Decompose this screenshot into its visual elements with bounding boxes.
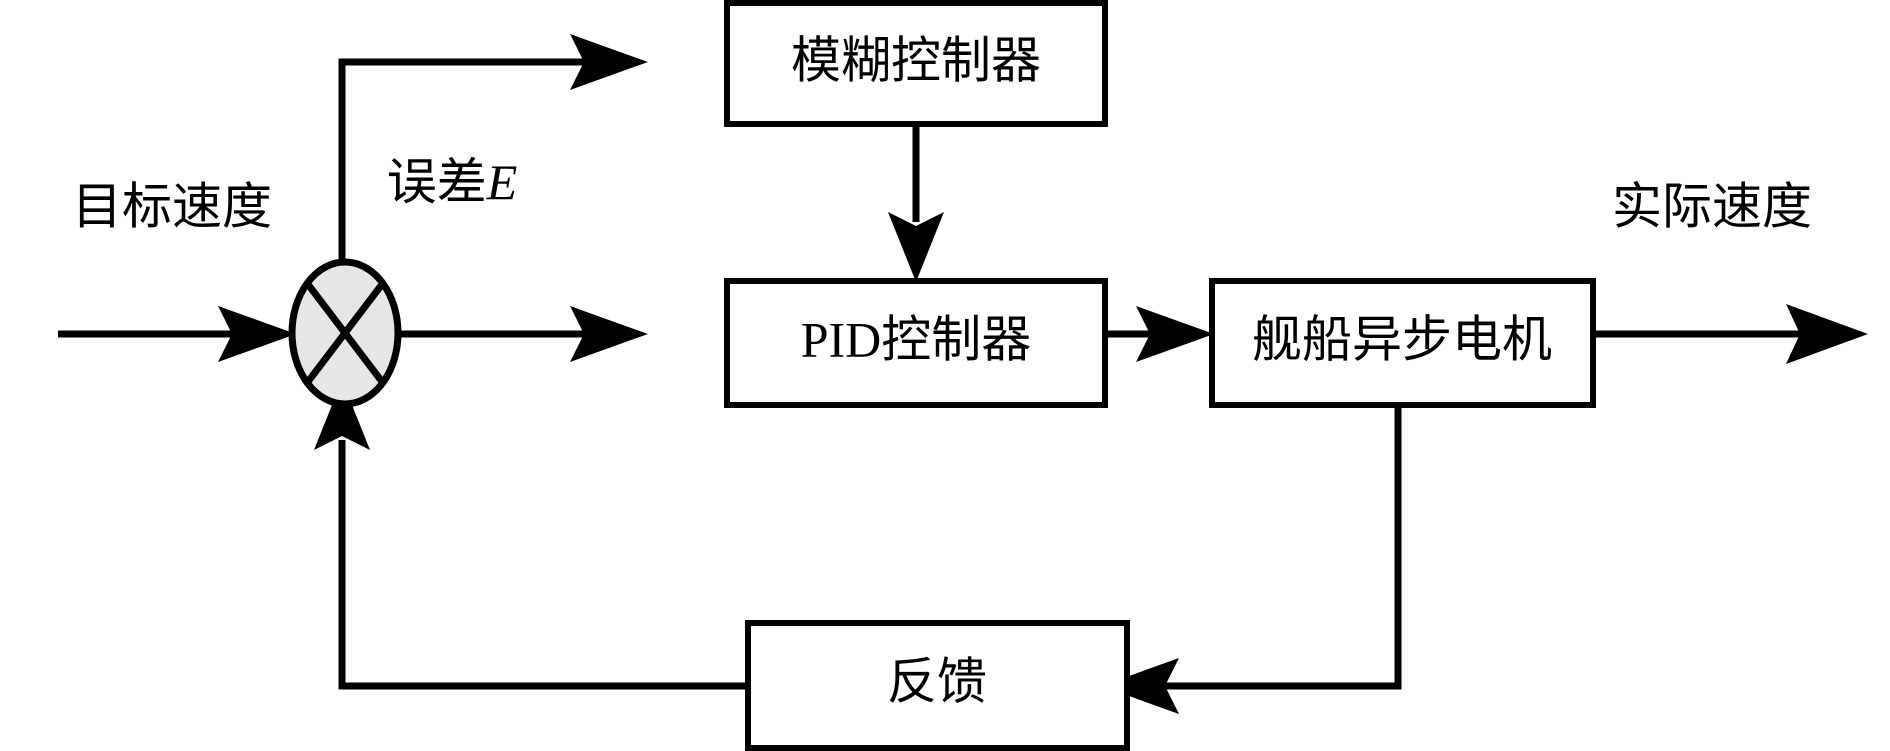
wire-motor-to-feedback <box>1101 405 1402 714</box>
block-feedback[interactable]: 反馈 <box>745 620 1130 751</box>
svg-text:误差E: 误差E <box>387 154 518 210</box>
label-actual-speed: 实际速度 <box>1612 178 1812 234</box>
arrowhead-into-fuzzy-controller <box>570 34 648 90</box>
label-error-prefix: 误差 <box>387 154 487 210</box>
label-error-symbol: E <box>486 154 518 210</box>
block-fuzzy-controller-label: 模糊控制器 <box>791 32 1041 88</box>
label-target-speed: 目标速度 <box>72 178 272 234</box>
arrowhead-into-motor <box>1136 306 1214 362</box>
arrowhead-into-pid-top <box>888 212 944 282</box>
block-fuzzy-controller[interactable]: 模糊控制器 <box>724 0 1108 127</box>
block-feedback-label: 反馈 <box>887 653 987 709</box>
wire-target-speed-to-sum <box>58 306 296 362</box>
arrowhead-into-sum-bottom <box>314 380 370 450</box>
arrowhead-actual-speed-output <box>1786 304 1868 364</box>
wire-motor-to-output <box>1593 304 1868 364</box>
wire-error-to-fuzzy-controller <box>338 34 648 262</box>
label-error: 误差E <box>387 154 518 210</box>
block-pid-controller-label: PID控制器 <box>801 311 1032 367</box>
wire-pid-to-motor <box>1105 306 1214 362</box>
wire-feedback-to-sum <box>314 380 748 690</box>
arrowhead-into-feedback <box>1101 658 1179 714</box>
summing-junction[interactable] <box>288 258 402 408</box>
block-ship-motor[interactable]: 舰船异步电机 <box>1209 278 1596 408</box>
wire-sum-to-pid <box>398 306 648 362</box>
block-ship-motor-label: 舰船异步电机 <box>1252 311 1552 367</box>
block-pid-controller[interactable]: PID控制器 <box>724 278 1108 408</box>
arrowhead-into-sum-left <box>218 306 296 362</box>
wire-fuzzy-to-pid <box>888 124 944 282</box>
arrowhead-into-pid <box>570 306 648 362</box>
